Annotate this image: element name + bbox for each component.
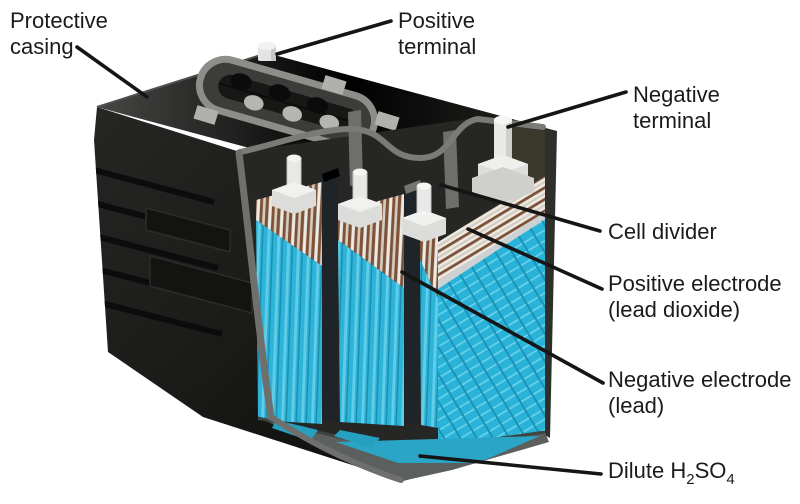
protective-casing — [94, 107, 402, 481]
leader-negative-terminal — [506, 90, 628, 129]
label-line: Positive — [398, 8, 476, 33]
label-positive-terminal: Positive terminal — [398, 8, 476, 60]
vent-caps — [193, 75, 400, 131]
negative-terminal-post — [472, 115, 534, 203]
leader-positive-terminal — [275, 19, 393, 56]
leader-cell-divider — [439, 183, 602, 233]
electrode-plate-stack-top — [438, 176, 545, 291]
electrolyte — [338, 240, 404, 426]
cell-3 — [420, 220, 438, 428]
label-protective-casing: Protective casing — [10, 8, 108, 60]
electrolyte-grid-face — [438, 219, 545, 464]
cell-2 — [338, 194, 404, 426]
positive-terminal-post — [258, 42, 276, 61]
cell-divider-wall — [322, 168, 340, 422]
label-negative-terminal: Negative terminal — [633, 82, 720, 134]
leader-lines — [75, 19, 628, 476]
dilute-acid-pool — [336, 436, 540, 463]
label-line: SO — [694, 458, 727, 483]
subscript: 4 — [726, 471, 735, 488]
label-line: (lead dioxide) — [608, 297, 741, 322]
label-line: Cell divider — [608, 219, 717, 244]
casing-ridges — [94, 167, 253, 337]
electrolyte — [256, 220, 322, 424]
cell-connector-post — [402, 182, 446, 242]
cell-connector-post — [338, 168, 382, 228]
label-dilute-acid: Dilute H2SO4 — [608, 458, 735, 487]
leader-positive-electrode — [466, 227, 604, 291]
label-positive-electrode: Positive electrode (lead dioxide) — [608, 271, 782, 323]
label-line: terminal — [398, 34, 477, 59]
subscript: 2 — [686, 471, 695, 488]
label-line: Negative electrode — [608, 367, 792, 392]
label-line: Negative — [633, 82, 720, 107]
dilute-acid-pool — [334, 430, 380, 448]
label-line: Protective — [10, 8, 108, 33]
label-line: Positive electrode — [608, 271, 782, 296]
case-right-edge — [545, 128, 557, 438]
battery-interior — [235, 110, 557, 483]
label-line: casing — [10, 34, 74, 59]
label-line: (lead) — [608, 393, 665, 418]
electrolyte — [420, 260, 438, 428]
carry-handle — [195, 55, 379, 151]
casing-cut-edge — [235, 116, 546, 483]
label-cell-divider: Cell divider — [608, 219, 717, 245]
cell-divider-wall — [404, 180, 422, 424]
label-line: terminal — [633, 108, 712, 133]
leader-negative-electrode — [400, 270, 605, 385]
leader-protective-casing — [75, 45, 149, 99]
label-line: Dilute H — [608, 458, 687, 483]
label-negative-electrode: Negative electrode (lead) — [608, 367, 791, 419]
leader-dilute-acid — [418, 454, 603, 476]
cell-connector-post — [272, 154, 316, 214]
